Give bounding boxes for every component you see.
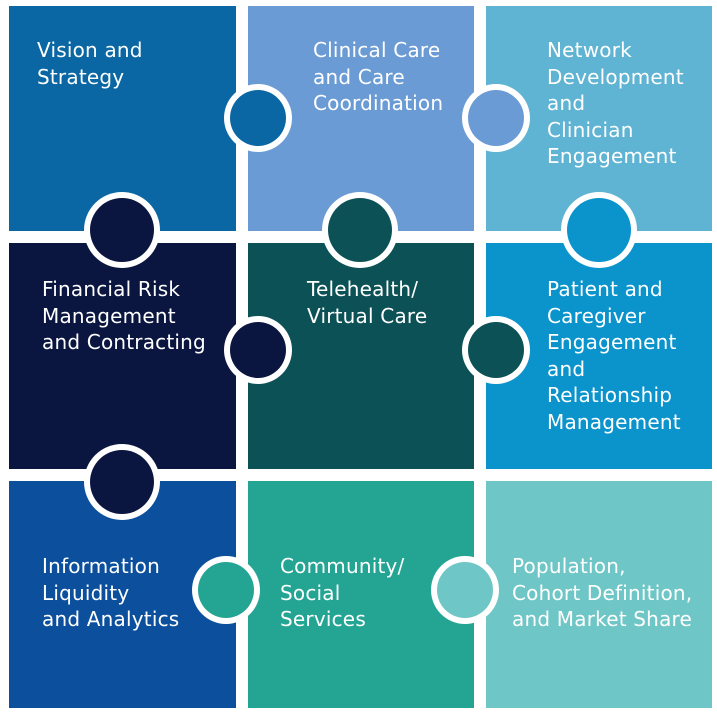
knob-patient-network [567,198,631,262]
piece-population-cohort [486,481,712,708]
label-financial-risk: Financial Risk Management and Contractin… [42,277,206,354]
knob-financial-telehealth [230,322,286,378]
knob-financial-information [90,450,154,514]
knob-population-community [437,562,493,618]
knob-telehealth-patient [468,322,524,378]
label-clinical-care: Clinical Care and Care Coordination [313,38,444,115]
knob-financial-vision [90,198,154,262]
knob-clinical-network [468,90,524,146]
label-vision-strategy: Vision and Strategy [37,38,143,89]
label-network-development: Network Development and Clinician Engage… [547,38,684,168]
label-population-cohort: Population, Cohort Definition, and Marke… [512,554,693,631]
label-community-social: Community/ Social Services [280,554,405,631]
label-patient-caregiver: Patient and Caregiver Engagement and Rel… [547,277,681,434]
knob-community-information [198,562,254,618]
piece-financial-risk [9,243,236,469]
knob-telehealth-clinical [328,198,392,262]
label-information-liquidity: Information Liquidity and Analytics [42,554,180,631]
knob-vision-clinical [230,90,286,146]
label-telehealth: Telehealth/ Virtual Care [307,277,428,328]
